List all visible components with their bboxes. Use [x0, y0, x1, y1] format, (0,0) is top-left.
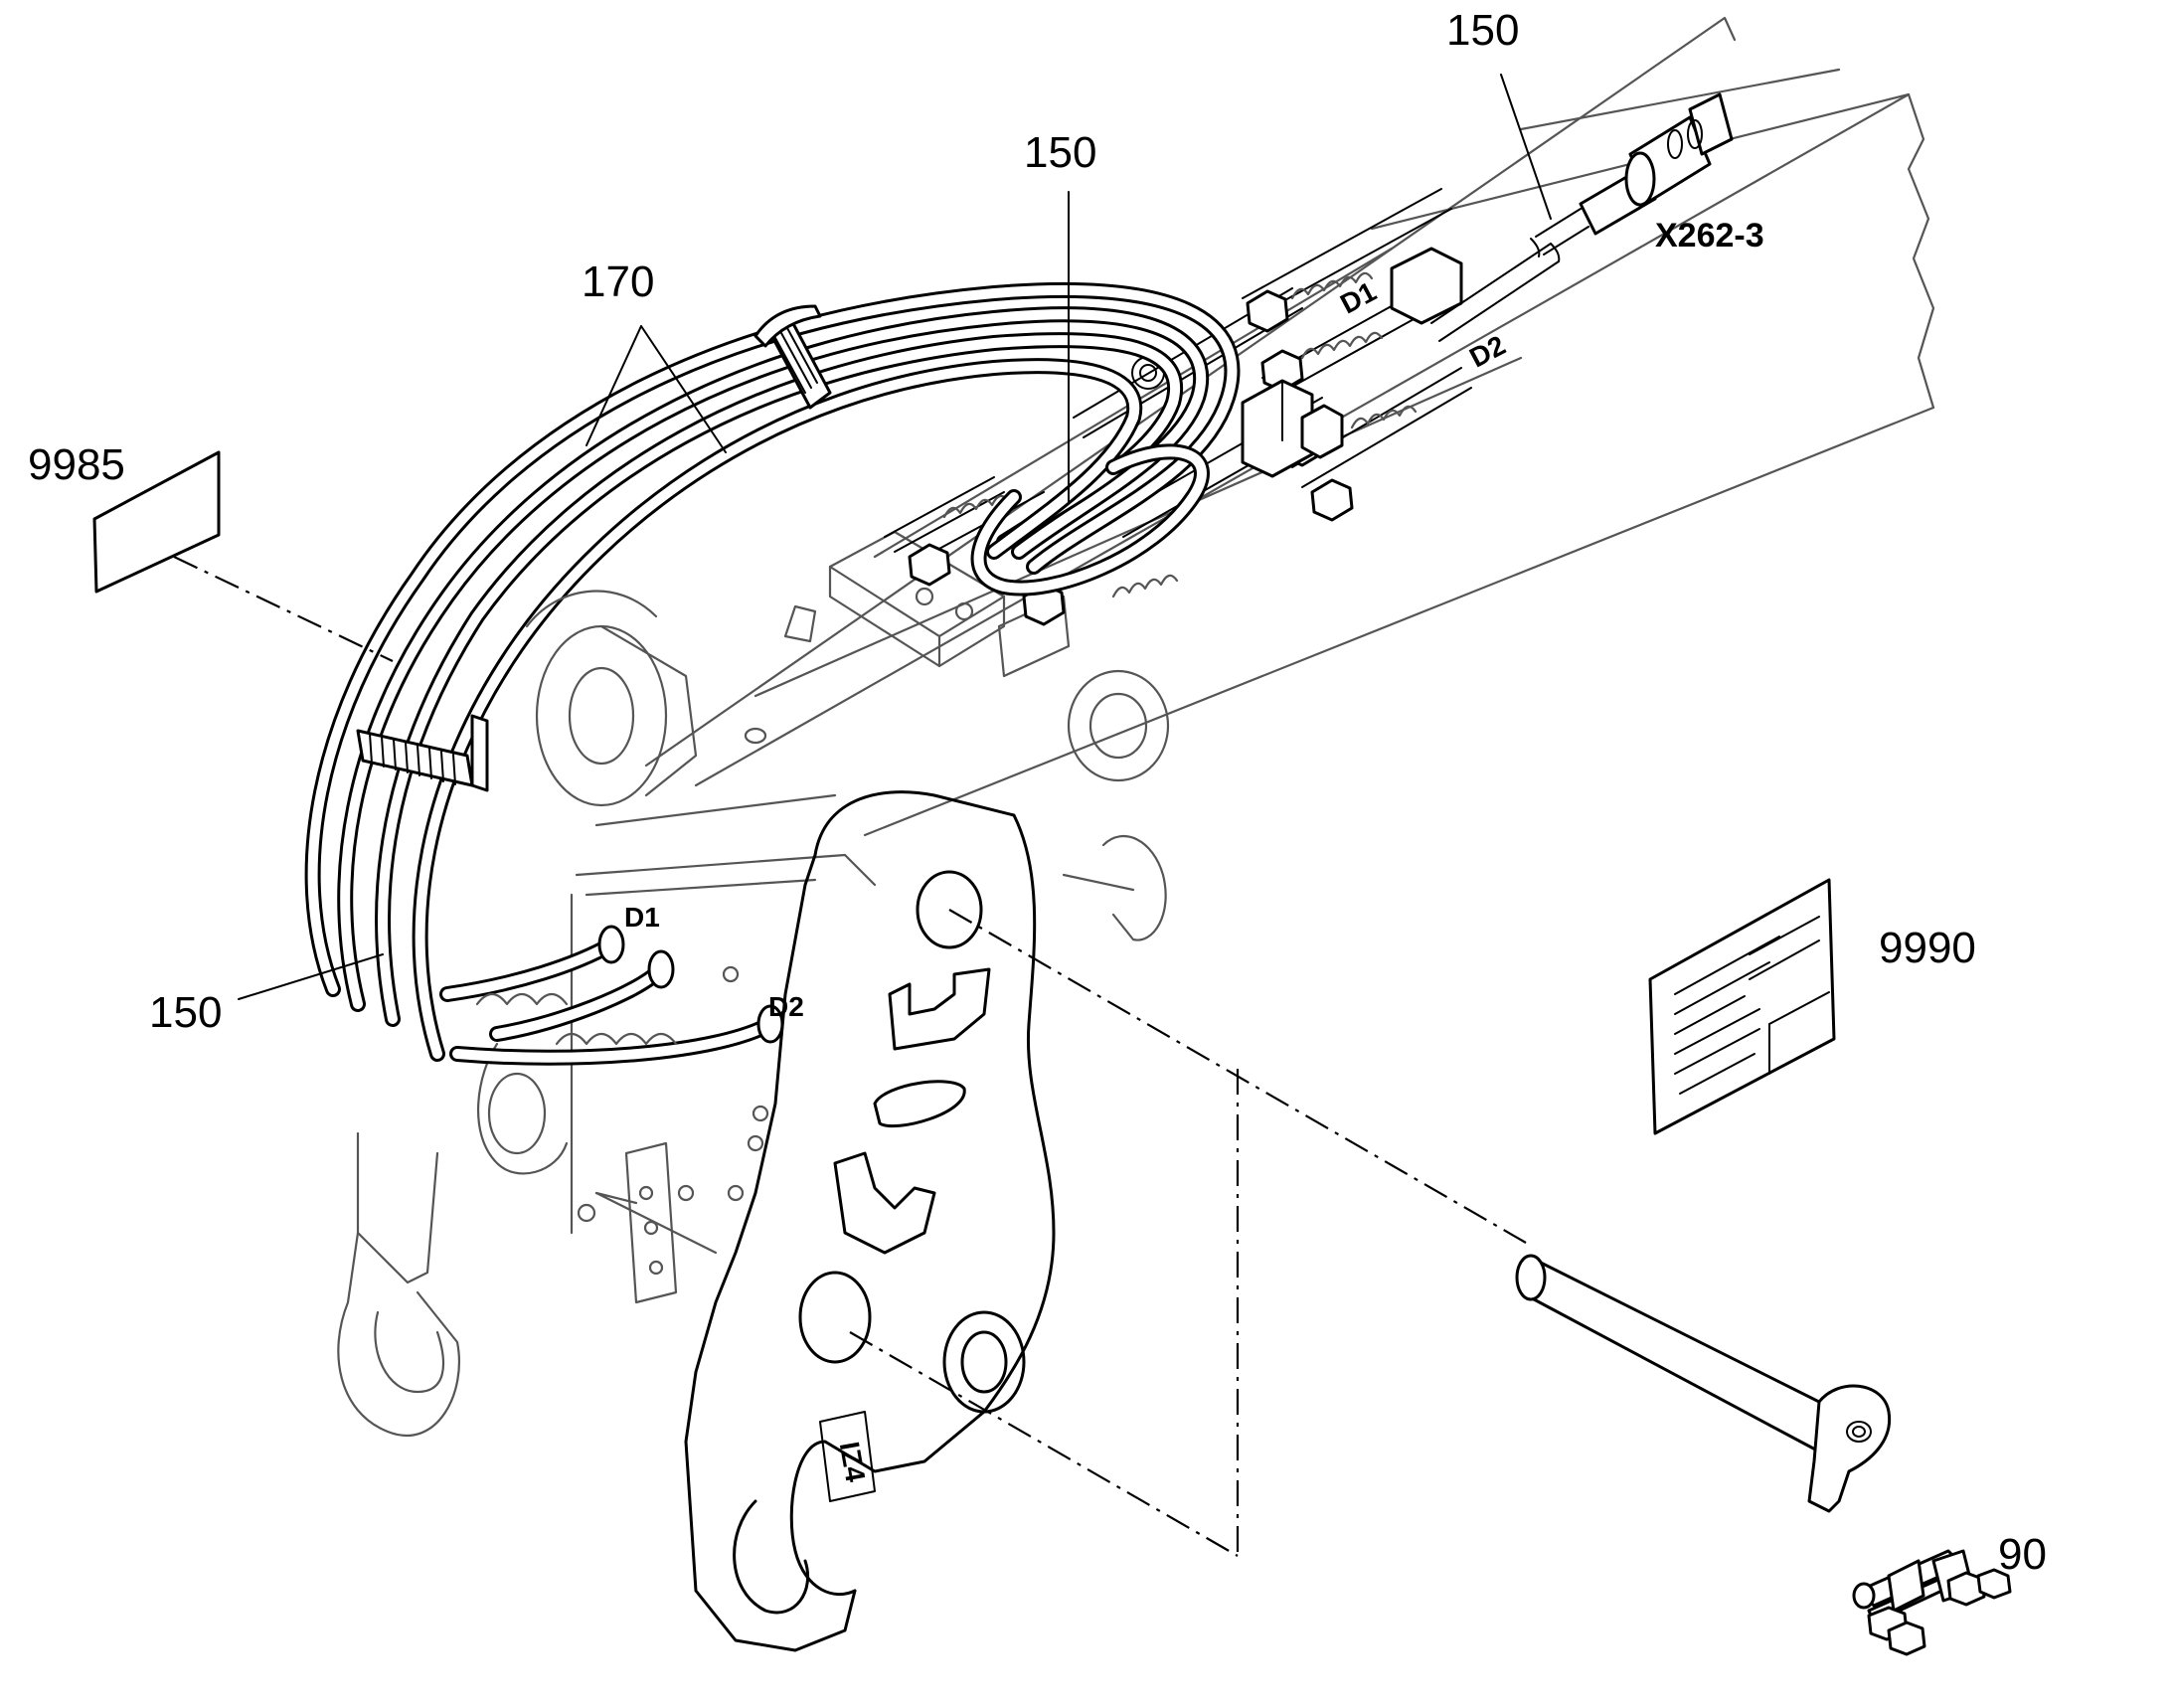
coupler-label-d2: D2	[768, 991, 804, 1022]
coupler-pin	[1515, 1254, 1892, 1513]
callout-170: 170	[582, 257, 654, 306]
callout-9990: 9990	[1879, 924, 1976, 972]
manual-9990	[1648, 878, 1836, 1135]
leader-lines	[238, 74, 1552, 1000]
callout-150-left: 150	[149, 988, 222, 1037]
stamp-number: IZ4	[834, 1440, 872, 1485]
quick-coupler: IZ4	[337, 590, 1167, 1652]
valve-block	[744, 530, 1071, 745]
coupler-hose-ends: D1 D2	[439, 902, 804, 1066]
callout-150-top: 150	[1446, 6, 1519, 55]
electrical-connector: X262-3	[1430, 92, 1764, 342]
decal-9985	[92, 450, 221, 594]
callout-9985: 9985	[28, 440, 125, 489]
bolt-set	[1852, 1549, 2012, 1656]
callout-150-mid: 150	[1024, 128, 1096, 177]
hose-bundle	[304, 281, 1241, 1062]
callout-90: 90	[1998, 1530, 2047, 1579]
centerlines	[173, 556, 1527, 1557]
coupler-label-d1: D1	[624, 902, 660, 933]
hydraulic-fittings	[884, 188, 1472, 626]
connector-label-x262-3: X262-3	[1655, 217, 1764, 255]
